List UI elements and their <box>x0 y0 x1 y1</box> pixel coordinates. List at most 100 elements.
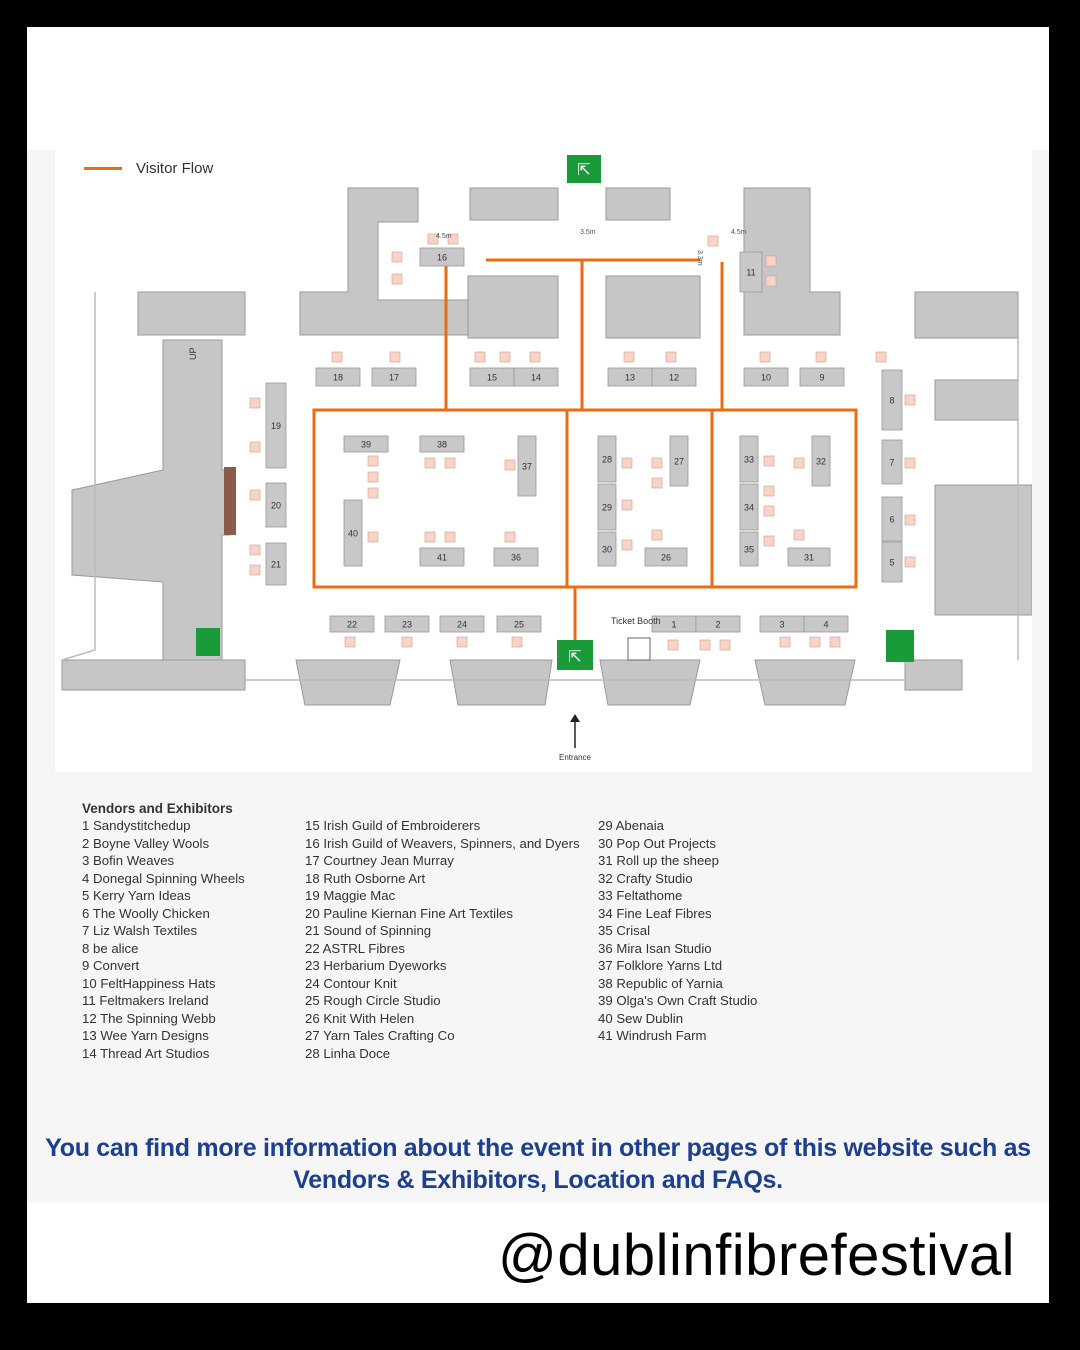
vendor-list-item: 39 Olga's Own Craft Studio <box>598 993 758 1008</box>
chair <box>759 351 771 363</box>
dimension-label: 3.5m <box>580 229 596 236</box>
stall-number: 6 <box>889 515 894 525</box>
chair <box>401 636 413 648</box>
vendor-list-item: 8 be alice <box>82 940 139 956</box>
stall-10: 10 <box>743 367 789 387</box>
stall-38: 38 <box>419 435 465 453</box>
vendor-list-item: 37 Folklore Yarns Ltd <box>598 958 723 973</box>
stall-5: 5 <box>881 541 903 583</box>
stall-table <box>739 251 763 293</box>
vendor-list-item: 35 Crisal <box>598 923 651 938</box>
stall-table <box>669 435 689 487</box>
ticket-booth <box>627 637 651 661</box>
chair <box>763 505 775 517</box>
stall-19: 19 <box>265 382 287 469</box>
chairs <box>249 233 916 651</box>
chair <box>504 531 516 543</box>
up-label: UP <box>188 347 198 360</box>
vendor-list-item: 12 The Spinning Webb <box>82 1010 216 1026</box>
stall-number: 13 <box>625 373 635 383</box>
exit-signs: ⇱ ⇱ <box>196 155 914 670</box>
stall-41: 41 <box>419 547 465 567</box>
stall-number: 10 <box>761 373 771 383</box>
vendor-list-item: 16 Irish Guild of Weavers, Spinners, and… <box>305 835 580 851</box>
chair <box>367 455 379 467</box>
stall-27: 27 <box>669 435 689 487</box>
stall-table <box>811 435 831 487</box>
stall-table <box>743 367 789 387</box>
vendor-list-item: 14 Thread Art Studios <box>82 1045 210 1061</box>
vendor-list-item: 41 Windrush Farm <box>598 1028 707 1043</box>
stall-table <box>739 435 759 483</box>
stall-4: 4 <box>803 615 849 633</box>
stall-table <box>881 496 903 542</box>
chair <box>529 351 541 363</box>
stall-number: 4 <box>823 620 828 630</box>
stall-8: 8 <box>881 369 903 431</box>
vendor-list-item: 34 Fine Leaf Fibres <box>598 905 712 921</box>
ticket-booth-label: Ticket Booth <box>611 616 661 626</box>
vendor-list-item: 23 Herbarium Dyeworks <box>305 958 447 973</box>
stall-table <box>597 531 617 567</box>
svg-text:⇱: ⇱ <box>577 162 590 179</box>
stall-table <box>329 615 375 633</box>
chair <box>367 487 379 499</box>
stall-table <box>265 482 287 528</box>
stall-20: 20 <box>265 482 287 528</box>
stall-number: 19 <box>271 421 281 431</box>
stall-number: 20 <box>271 501 281 511</box>
vendor-list-item: 24 Contour Knit <box>305 975 397 991</box>
stall-29: 29 <box>597 483 617 531</box>
stall-number: 16 <box>437 253 447 263</box>
chair <box>444 531 456 543</box>
stall-number: 39 <box>361 440 371 450</box>
stall-table <box>881 541 903 583</box>
vendor-list-item: 21 Sound of Spinning <box>305 923 432 938</box>
exit-sign-icon <box>557 640 593 670</box>
stall-table <box>881 439 903 485</box>
chair <box>504 459 516 471</box>
vendor-list-item: 11 Feltmakers Ireland <box>82 993 209 1008</box>
visitor-flow-route <box>312 258 858 645</box>
stall-35: 35 <box>739 531 759 567</box>
chair <box>809 636 821 648</box>
stall-21: 21 <box>265 542 287 586</box>
stall-table <box>371 367 417 387</box>
vendor-list-item: 22 ASTRL Fibres <box>305 940 405 956</box>
chair <box>331 351 343 363</box>
vendor-list-item: 28 Linha Doce <box>305 1045 391 1061</box>
chair <box>424 531 436 543</box>
stall-28: 28 <box>597 435 617 483</box>
chair <box>763 535 775 547</box>
vendor-list-col1: Vendors and Exhibitors 1 Sandystitchedup… <box>82 800 245 1062</box>
vendor-list-item: 29 Abenaia <box>598 818 665 833</box>
stall-number: 15 <box>487 373 497 383</box>
stall-7: 7 <box>881 439 903 485</box>
stall-number: 21 <box>271 560 281 570</box>
stall-15: 15 <box>469 367 515 387</box>
chair <box>651 529 663 541</box>
stall-number: 31 <box>804 553 814 563</box>
chair <box>707 235 719 247</box>
stall-table <box>739 483 759 531</box>
stall-number: 24 <box>457 620 467 630</box>
chair <box>389 351 401 363</box>
stall-23: 23 <box>384 615 430 633</box>
stall-number: 27 <box>674 457 684 467</box>
chair <box>765 255 777 267</box>
dimension-label: 4.5m <box>731 229 747 236</box>
stall-table <box>315 367 361 387</box>
chair <box>499 351 511 363</box>
stall-14: 14 <box>513 367 559 387</box>
stall-table <box>787 547 831 567</box>
stall-26: 26 <box>644 547 688 567</box>
fireplace <box>224 467 236 535</box>
floor-plan-panel: Visitor Flow <box>27 150 1049 1203</box>
stall-table <box>265 382 287 469</box>
stall-table <box>469 367 515 387</box>
stall-number: 2 <box>715 620 720 630</box>
vendor-list-item: 7 Liz Walsh Textiles <box>82 923 198 938</box>
stall-number: 5 <box>889 558 894 568</box>
